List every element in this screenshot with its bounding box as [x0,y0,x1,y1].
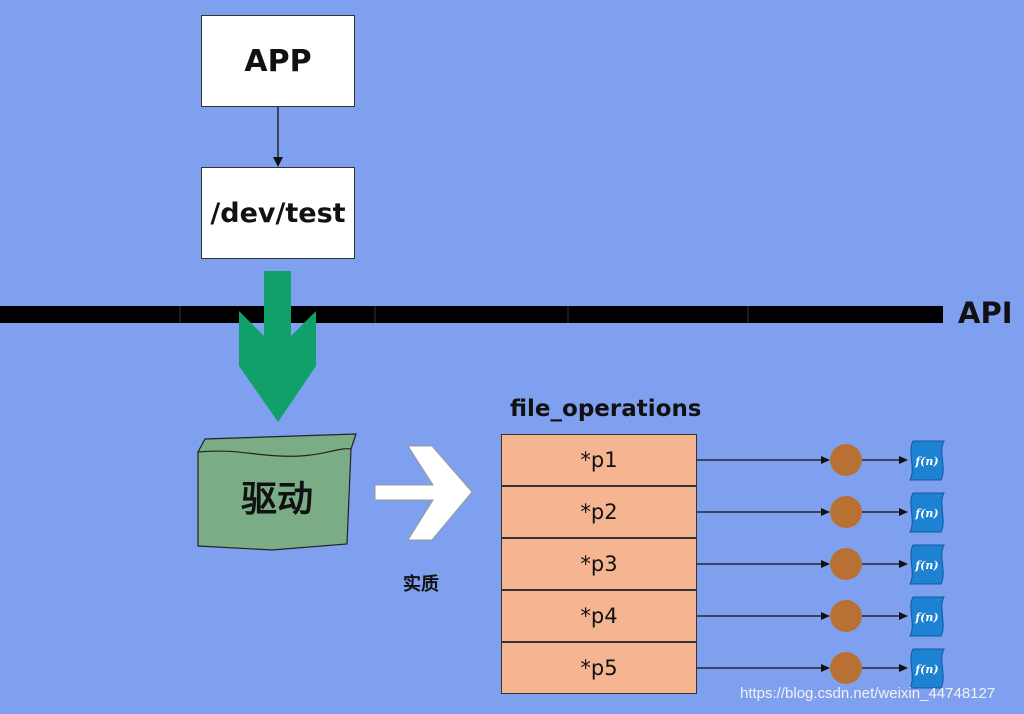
function-scroll-icon [909,492,945,533]
pointer-row-p3: *p3 [501,538,697,590]
function-node-dot [830,600,862,632]
function-node-dot [830,652,862,684]
watermark: https://blog.csdn.net/weixin_44748127 [740,685,996,702]
function-node-dot [830,548,862,580]
down-arrow-icon [239,271,316,422]
function-icon-label: f(n) [914,663,938,676]
api-label: API [958,296,1013,330]
function-icon-label: f(n) [914,507,938,520]
pointer-connector-arrowhead [821,612,830,620]
function-node-dot [830,444,862,476]
pointer-row-p2: *p2 [501,486,697,538]
api-bar [0,306,943,323]
right-arrow-icon [374,445,473,541]
api-bar-segments [179,306,749,323]
essence-label: 实质 [403,574,439,595]
pointer-connector-arrowhead [821,508,830,516]
function-scroll-icon [909,440,945,481]
function-icon-label: f(n) [914,559,938,572]
device-file-node: /dev/test [201,167,355,259]
function-node-dot [830,496,862,528]
function-scroll-icon [909,648,945,689]
function-connectors: f(n) f(n) f(n) f(n) f(n) [697,440,945,689]
dot-connector-arrowhead [899,664,908,672]
dot-connector-arrowhead [899,508,908,516]
driver-shape [197,433,357,551]
file-operations-title: file_operations [510,396,702,422]
pointer-row-p1: *p1 [501,434,697,486]
function-scroll-icon [909,596,945,637]
pointer-row-p4: *p4 [501,590,697,642]
pointer-connector-arrowhead [821,456,830,464]
function-icon-label: f(n) [914,611,938,624]
driver-label: 驱动 [240,479,313,520]
dot-connector-arrowhead [899,612,908,620]
function-scroll-icon [909,544,945,585]
dot-connector-arrowhead [899,456,908,464]
dot-connector-arrowhead [899,560,908,568]
driver-shape-edge [197,448,352,457]
app-dev-arrowhead [273,157,283,167]
pointer-row-p5: *p5 [501,642,697,694]
pointer-connector-arrowhead [821,560,830,568]
pointer-connector-arrowhead [821,664,830,672]
function-icon-label: f(n) [914,455,938,468]
app-node: APP [201,15,355,107]
